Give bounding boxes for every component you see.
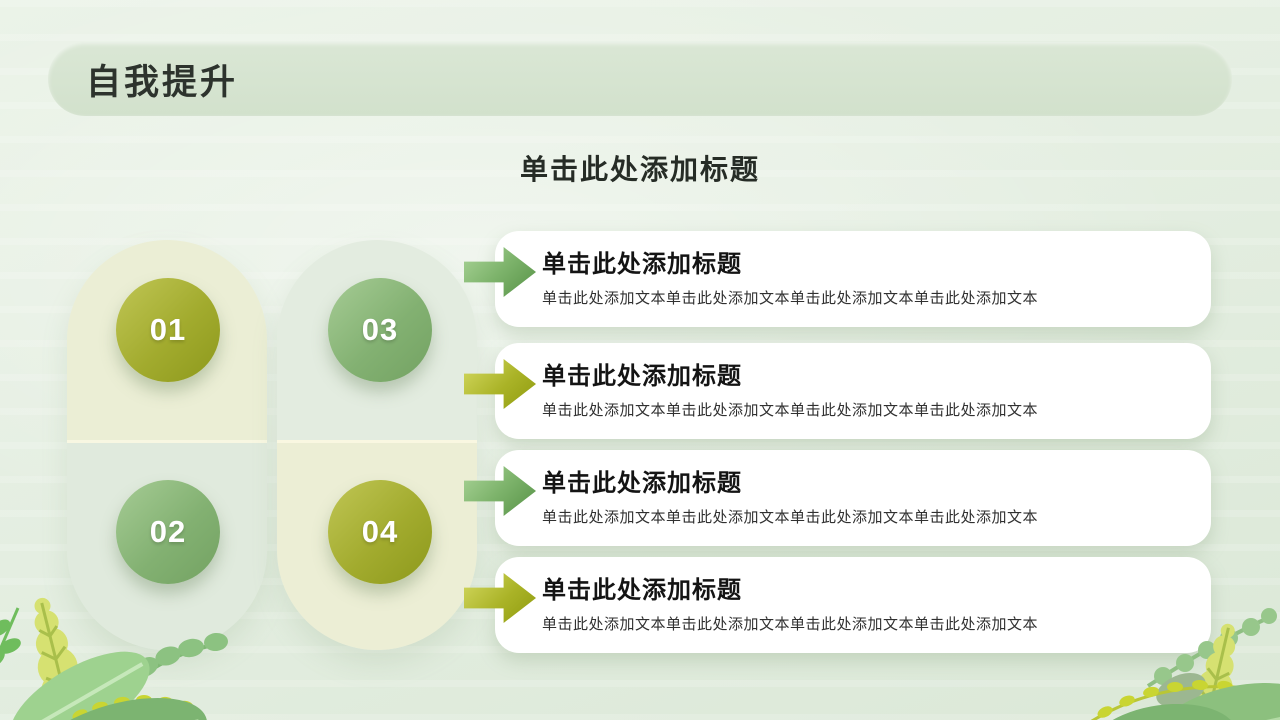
text-card-3: 单击此处添加标题 单击此处添加文本单击此处添加文本单击此处添加文本单击此处添加文… [464,450,1211,546]
step-number: 02 [149,514,187,549]
text-card-2: 单击此处添加标题 单击此处添加文本单击此处添加文本单击此处添加文本单击此处添加文… [464,343,1211,439]
step-number: 01 [149,312,187,347]
card-body[interactable]: 单击此处添加文本单击此处添加文本单击此处添加文本单击此处添加文本 [542,616,1039,633]
step-circle-03: 03 [328,278,432,382]
step-circle-02: 02 [116,480,220,584]
step-circle-04: 04 [328,480,432,584]
step-number: 03 [361,312,399,347]
card-body[interactable]: 单击此处添加文本单击此处添加文本单击此处添加文本单击此处添加文本 [542,402,1039,419]
card-body[interactable]: 单击此处添加文本单击此处添加文本单击此处添加文本单击此处添加文本 [542,509,1039,526]
step-circle-01: 01 [116,278,220,382]
title-banner: 自我提升 [48,42,1232,116]
card-title[interactable]: 单击此处添加标题 [542,363,742,390]
card-title[interactable]: 单击此处添加标题 [542,251,742,278]
text-card-4: 单击此处添加标题 单击此处添加文本单击此处添加文本单击此处添加文本单击此处添加文… [464,557,1211,653]
step-column-right [277,240,477,650]
card-body[interactable]: 单击此处添加文本单击此处添加文本单击此处添加文本单击此处添加文本 [542,290,1039,307]
slide-title[interactable]: 自我提升 [86,62,239,102]
card-title[interactable]: 单击此处添加标题 [542,470,742,497]
section-heading[interactable]: 单击此处添加标题 [519,154,760,185]
step-number: 04 [361,514,399,549]
text-card-1: 单击此处添加标题 单击此处添加文本单击此处添加文本单击此处添加文本单击此处添加文… [464,231,1211,327]
card-title[interactable]: 单击此处添加标题 [542,577,742,604]
